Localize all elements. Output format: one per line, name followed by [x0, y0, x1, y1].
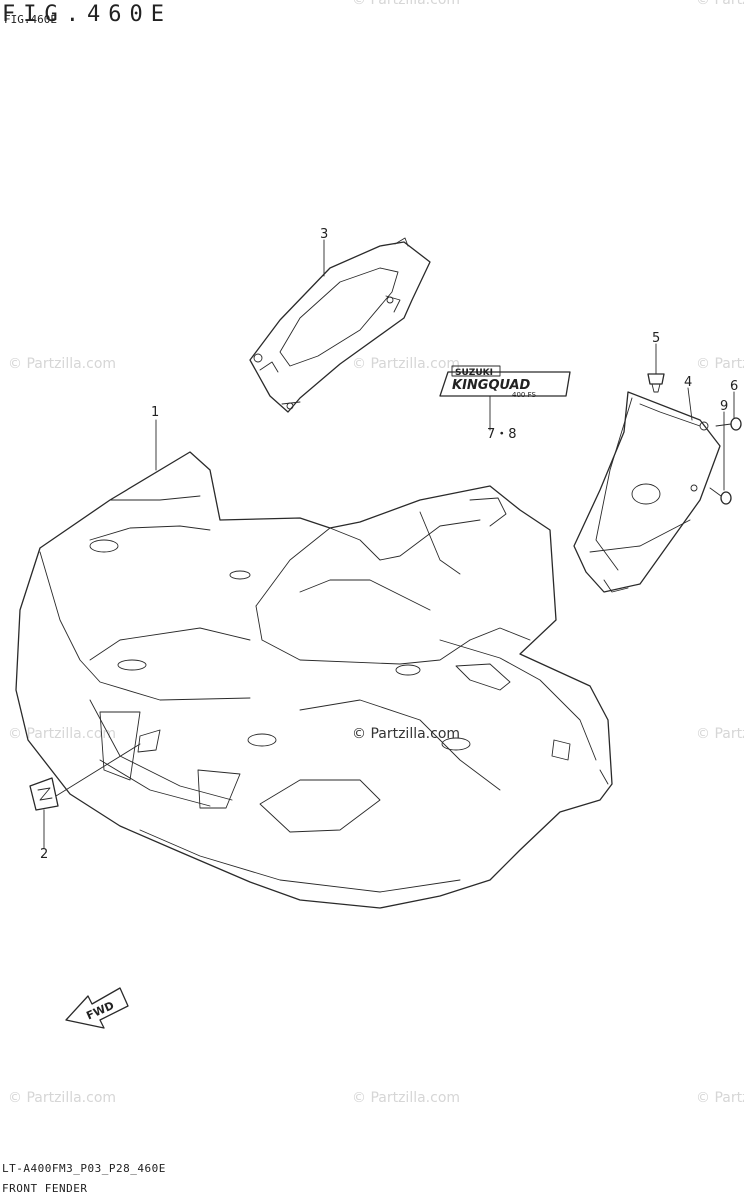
- callout-2: 2: [40, 847, 48, 862]
- part-4-side-cover[interactable]: [573, 391, 721, 593]
- part-9-screw[interactable]: [709, 487, 732, 505]
- callout-4: 4: [684, 375, 692, 390]
- callout-9: 9: [720, 399, 728, 414]
- part-7-8-decal[interactable]: SUZUKI KINGQUAD 400 FS: [439, 365, 571, 399]
- callout-1: 1: [151, 405, 159, 420]
- watermark: © Partzilla.com: [352, 1090, 460, 1106]
- part-1-front-fender[interactable]: [15, 451, 613, 909]
- figure-subtitle: FIG.460E: [4, 13, 57, 26]
- callout-5: 5: [652, 331, 660, 346]
- watermark: © Partzilla.com: [8, 726, 116, 742]
- watermark: © Partzilla.com: [352, 356, 460, 372]
- part-5-clip[interactable]: [647, 373, 665, 393]
- decal-model: KINGQUAD: [452, 378, 531, 393]
- part-3-inner-panel[interactable]: [249, 237, 431, 413]
- callout-layer: 1 2 3 4 5 6 7・8 9: [40, 227, 738, 862]
- callout-6: 6: [730, 379, 738, 394]
- fwd-label: FWD: [84, 999, 116, 1023]
- figure-title: FIG.460E: [2, 2, 172, 27]
- watermark: © Partzilla.com: [696, 726, 744, 742]
- watermark: © Partzilla.com: [696, 1090, 744, 1106]
- callout-3: 3: [320, 227, 328, 242]
- watermark: © Partzilla.com: [696, 356, 744, 372]
- watermark-center: © Partzilla.com: [352, 726, 460, 742]
- footer-name: FRONT FENDER: [2, 1182, 88, 1195]
- part-2-emblem[interactable]: [29, 729, 161, 811]
- watermark: © Partzilla.com: [696, 0, 744, 8]
- fwd-arrow: FWD: [65, 987, 129, 1029]
- callout-7-8: 7・8: [487, 427, 517, 442]
- watermark: © Partzilla.com: [352, 0, 460, 8]
- watermark-layer: © Partzilla.com © Partzilla.com © Partzi…: [8, 0, 744, 1106]
- leader-lines: [43, 239, 735, 849]
- watermark: © Partzilla.com: [8, 356, 116, 372]
- footer-code: LT-A400FM3_P03_P28_460E: [2, 1162, 166, 1175]
- decal-badge: 400 FS: [512, 391, 536, 399]
- watermark: © Partzilla.com: [8, 1090, 116, 1106]
- part-6-screw[interactable]: [715, 417, 742, 431]
- decal-brand: SUZUKI: [455, 368, 493, 378]
